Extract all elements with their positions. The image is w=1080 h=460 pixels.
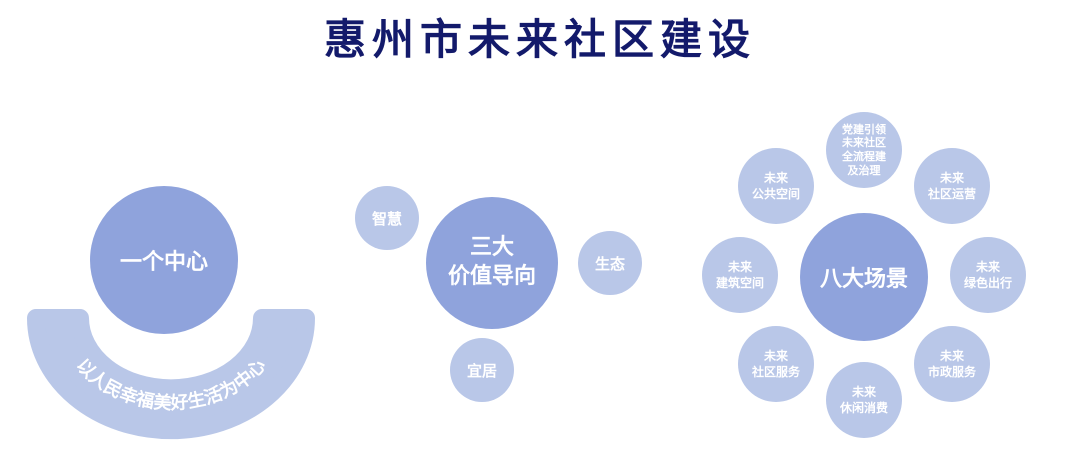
orientation-label: 智慧 — [371, 209, 402, 228]
center-one-circle: 一个中心 — [90, 186, 238, 334]
scenario-circle-community-service: 未来 社区服务 — [738, 326, 814, 402]
eight-scenarios-circle: 八大场景 — [800, 213, 928, 341]
scenario-label: 未来 社区运营 — [927, 170, 976, 201]
orientation-circle-ecology: 生态 — [578, 231, 642, 295]
eight-scenarios-label: 八大场景 — [819, 267, 908, 292]
orientation-circle-livable: 宜居 — [450, 338, 514, 402]
scenario-label: 党建引领 未来社区 全流程建 及治理 — [842, 122, 886, 177]
scenario-label: 未来 公共空间 — [751, 170, 800, 201]
scenario-circle-party: 党建引领 未来社区 全流程建 及治理 — [826, 112, 902, 188]
scenario-label: 未来 市政服务 — [927, 348, 976, 379]
scenario-circle-operation: 未来 社区运营 — [914, 148, 990, 224]
three-orientations-circle: 三大 价值导向 — [426, 197, 558, 329]
three-orientations-label: 三大 价值导向 — [447, 235, 536, 289]
center-one-label: 一个中心 — [119, 250, 208, 275]
scenario-label: 未来 社区服务 — [751, 348, 800, 379]
scenario-circle-architecture: 未来 建筑空间 — [702, 237, 778, 313]
scenario-label: 未来 休闲消费 — [839, 384, 888, 415]
scenario-label: 未来 绿色出行 — [963, 259, 1012, 290]
orientation-label: 生态 — [594, 254, 625, 273]
page-title: 惠州市未来社区建设 — [323, 15, 756, 64]
orientation-circle-wisdom: 智慧 — [355, 186, 419, 250]
scenario-circle-green-travel: 未来 绿色出行 — [950, 237, 1026, 313]
scenario-circle-municipal: 未来 市政服务 — [914, 326, 990, 402]
orientation-label: 宜居 — [466, 361, 497, 380]
arc-band-shape — [27, 309, 315, 440]
scenario-label: 未来 建筑空间 — [715, 259, 764, 290]
scenario-circle-public-space: 未来 公共空间 — [738, 148, 814, 224]
scenario-circle-leisure: 未来 休闲消费 — [826, 362, 902, 438]
